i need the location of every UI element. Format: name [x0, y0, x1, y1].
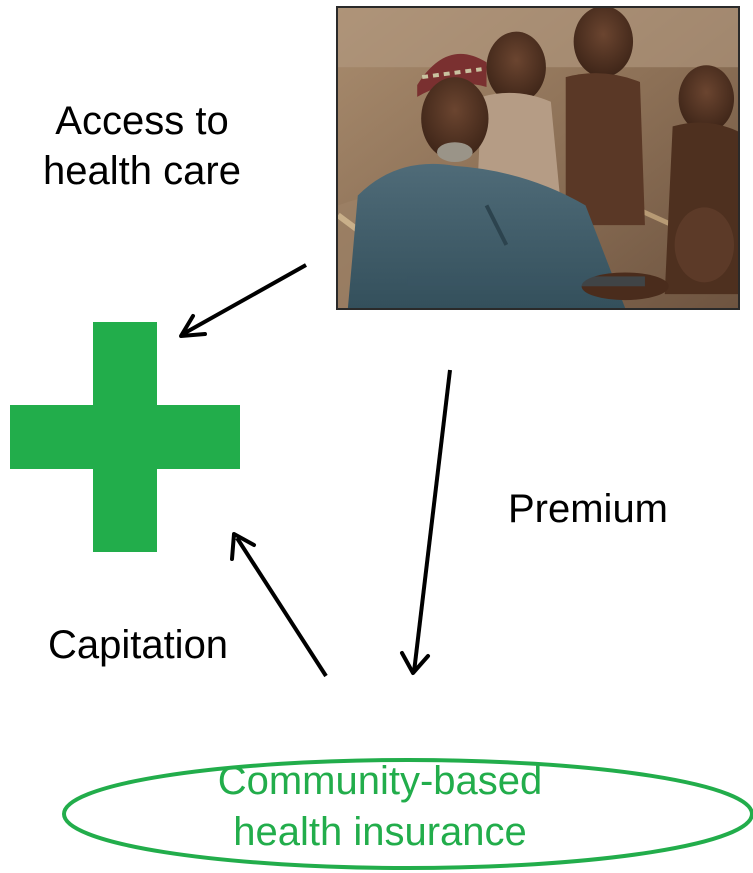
access-arrow [179, 263, 307, 338]
insurance-label-line1: Community-based [217, 759, 543, 803]
elderly-man-with-children-photo [336, 6, 740, 310]
insurance-label: Community-based health insurance [120, 756, 640, 858]
capitation-label: Capitation [47, 623, 229, 667]
premium-label: Premium [507, 487, 669, 531]
insurance-ellipse [62, 758, 753, 870]
green-cross-icon [10, 322, 240, 552]
access-label: Access to health care [43, 99, 241, 193]
insurance-label-line2: health insurance [233, 810, 527, 855]
capitation-arrow [230, 532, 328, 678]
premium-arrow [400, 369, 452, 675]
